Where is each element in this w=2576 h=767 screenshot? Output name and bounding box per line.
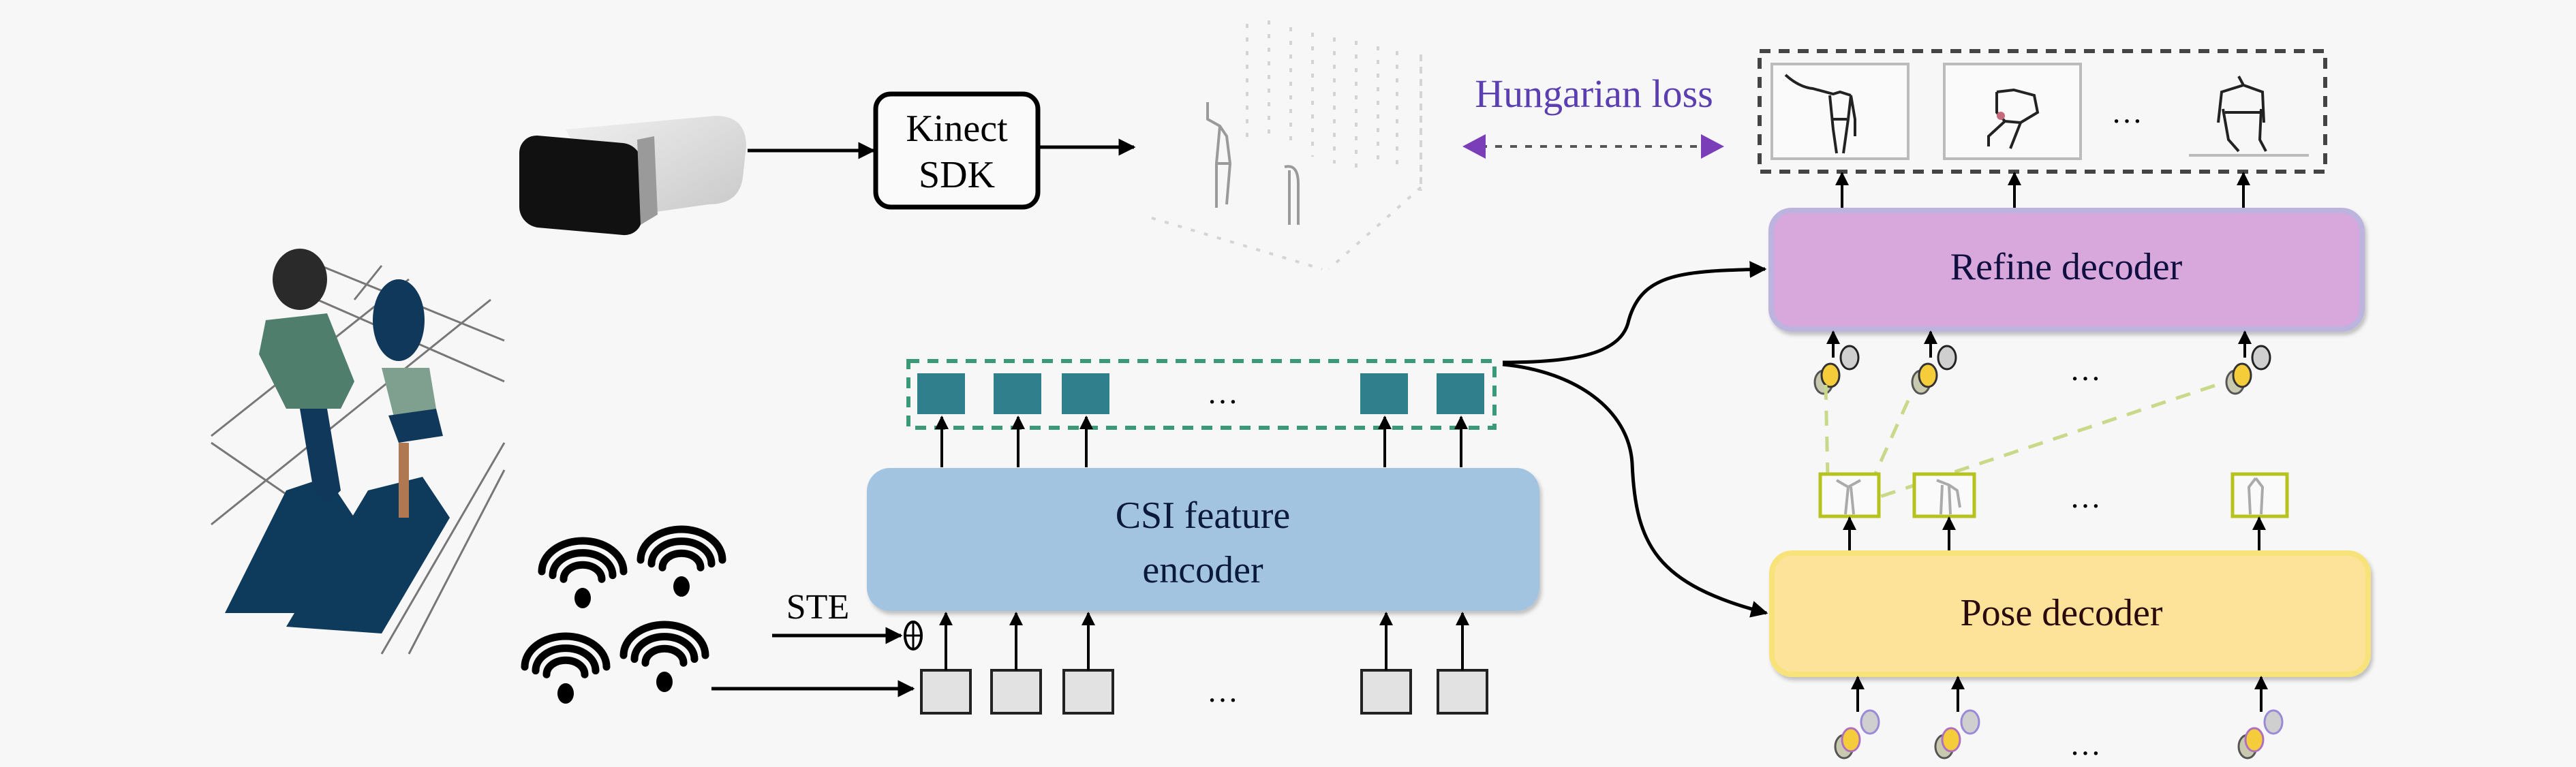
output-pose-frame	[1943, 63, 2082, 160]
encoder-label-line1: CSI feature	[1116, 495, 1291, 537]
intermediate-pose-box	[2230, 472, 2289, 518]
feature-token	[994, 373, 1041, 414]
csi-input-box	[1437, 669, 1488, 715]
csi-input-box	[1360, 669, 1412, 715]
ste-label: STE	[786, 588, 849, 627]
arrow-features-to-pose	[1502, 362, 1768, 618]
hungarian-arrow-left-head	[1462, 134, 1486, 159]
feature-tokens-box	[906, 359, 1497, 430]
hungarian-arrow-right-head	[1701, 134, 1724, 159]
kinect-sdk-box: Kinect SDK	[873, 91, 1041, 210]
refine-queries-ellipsis: …	[2070, 352, 2101, 387]
oplus-icon	[904, 621, 923, 651]
csi-input-box	[920, 669, 972, 715]
output-pose-frame	[1770, 63, 1910, 160]
csi-feature-encoder-block	[867, 468, 1539, 611]
3d-skeleton-pointcloud-icon	[1151, 20, 1422, 270]
two-people-walking-illustration	[211, 249, 506, 655]
feature-token	[1437, 373, 1484, 414]
pose-decoder-block	[1769, 550, 2371, 677]
query-link-lines	[1824, 384, 2215, 504]
intermediate-pose-box	[1818, 472, 1881, 518]
kinect-sdk-label-line1: Kinect	[906, 108, 1008, 150]
csi-input-box	[1062, 669, 1114, 715]
tokens-ellipsis: …	[1207, 375, 1238, 410]
pose-queries-ellipsis: …	[2070, 727, 2101, 762]
pose-query-icon	[1834, 709, 1880, 760]
refine-query-icon	[1911, 345, 1957, 395]
feature-token	[1062, 373, 1109, 414]
wifi-icon	[538, 537, 628, 608]
wifi-icon	[619, 621, 709, 692]
pose-query-icon	[2237, 709, 2284, 760]
hungarian-loss-label: Hungarian loss	[1475, 72, 1713, 116]
wifi-icon	[521, 632, 611, 704]
pose-query-icon	[1934, 709, 1980, 760]
kinect-sdk-label-line2: SDK	[919, 154, 995, 196]
output-ellipsis: …	[2111, 95, 2143, 129]
arrow-features-to-refine	[1502, 261, 1767, 364]
intermediate-pose-box	[1912, 472, 1976, 518]
refine-query-icon	[1813, 345, 1860, 395]
feature-token	[917, 373, 965, 414]
csi-input-box	[990, 669, 1042, 715]
refine-decoder-block	[1768, 208, 2365, 332]
intermediate-ellipsis: …	[2070, 480, 2101, 514]
output-pose-frame	[2189, 76, 2309, 157]
encoder-label-line2: encoder	[1142, 549, 1263, 591]
refine-query-icon	[2225, 345, 2271, 395]
wifi-icon	[637, 525, 726, 597]
feature-token	[1360, 373, 1408, 414]
inputs-ellipsis: …	[1207, 674, 1238, 708]
refine-decoder-label: Refine decoder	[1950, 246, 2183, 288]
pose-decoder-label: Pose decoder	[1960, 592, 2162, 634]
kinect-camera-icon	[519, 116, 746, 236]
